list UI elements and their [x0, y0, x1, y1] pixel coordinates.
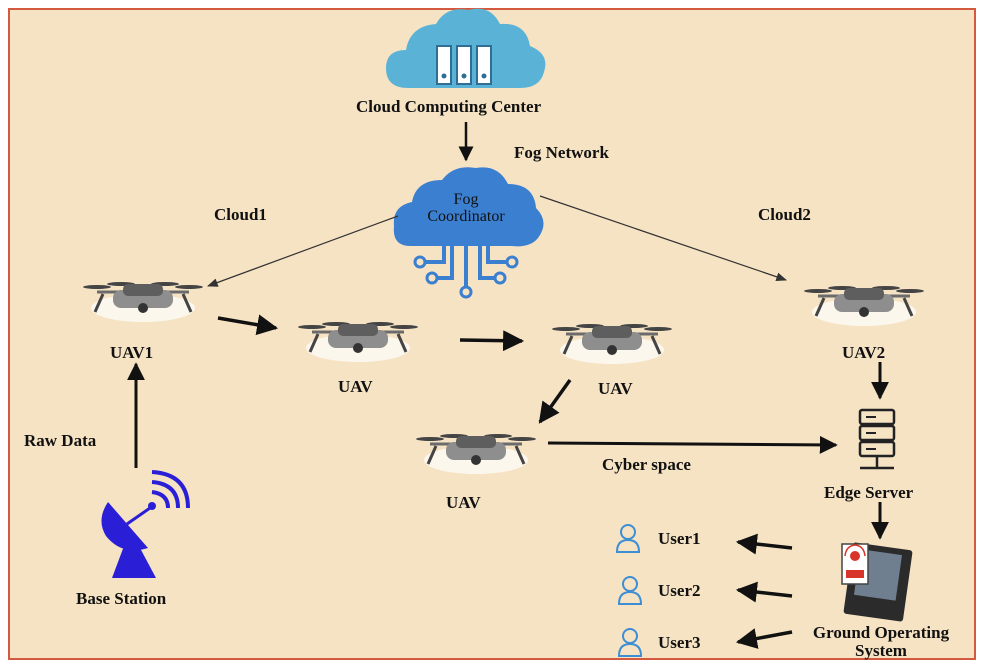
user1-icon: [616, 524, 640, 553]
raw-data-label: Raw Data: [24, 431, 97, 450]
arrow-uav-to-uav: [459, 330, 525, 352]
fog-coordinator-icon: [393, 167, 544, 299]
base-station-icon: [101, 470, 190, 578]
uav1-label: UAV1: [110, 343, 154, 362]
edge-server-label: Edge Server: [824, 483, 914, 502]
user1-label: User1: [658, 529, 701, 548]
ground-operating-system-line2: System: [855, 640, 907, 660]
arrow-fog-to-uav2: [539, 195, 788, 281]
arrow-fog-to-uav1: [206, 215, 399, 287]
uav-label: UAV: [598, 379, 633, 398]
uav-drone-icon: [296, 320, 420, 364]
fog-network-label: Fog Network: [514, 143, 609, 162]
cloud1-label: Cloud1: [214, 205, 267, 224]
user2-icon: [618, 576, 642, 605]
cloud-computing-center-label: Cloud Computing Center: [356, 97, 542, 116]
uav-drone-icon: [550, 322, 674, 366]
edge-server-icon: [858, 408, 896, 470]
uav-label: UAV: [338, 377, 373, 396]
ground-operating-system-line1: Ground Operating: [812, 623, 950, 642]
arrow-uav-to-edge-server: [547, 435, 838, 454]
uav2-label: UAV2: [842, 343, 886, 362]
uav-drone-icon: [414, 432, 538, 476]
arrow-ground-to-user3: [735, 628, 793, 649]
arrow-ground-to-user1: [735, 533, 793, 555]
fog-coordinator-label: Fog Coordinator: [400, 191, 532, 226]
user3-icon: [618, 628, 642, 657]
uav2-drone-icon: [802, 284, 926, 328]
fog-coordinator-line2: Coordinator: [427, 207, 505, 225]
ground-operating-system-icon: [841, 542, 913, 622]
uav1-drone-icon: [81, 280, 205, 324]
fog-coordinator-line1: Fog: [453, 191, 479, 208]
arrow-uav1-to-uav: [217, 314, 279, 336]
cloud2-label: Cloud2: [758, 205, 811, 224]
diagram-frame: [8, 8, 976, 660]
cloud-computing-center-icon: [386, 8, 546, 88]
user3-label: User3: [658, 633, 701, 652]
cyber-space-label: Cyber space: [602, 455, 691, 474]
arrow-uav-to-uav-lower: [538, 378, 572, 424]
base-station-label: Base Station: [76, 589, 167, 608]
arrow-ground-to-user2: [735, 581, 793, 603]
connection-arrows: [127, 122, 889, 649]
ground-operating-system-label: Ground Operating System: [790, 624, 972, 660]
uav-label: UAV: [446, 493, 481, 512]
user2-label: User2: [658, 581, 701, 600]
